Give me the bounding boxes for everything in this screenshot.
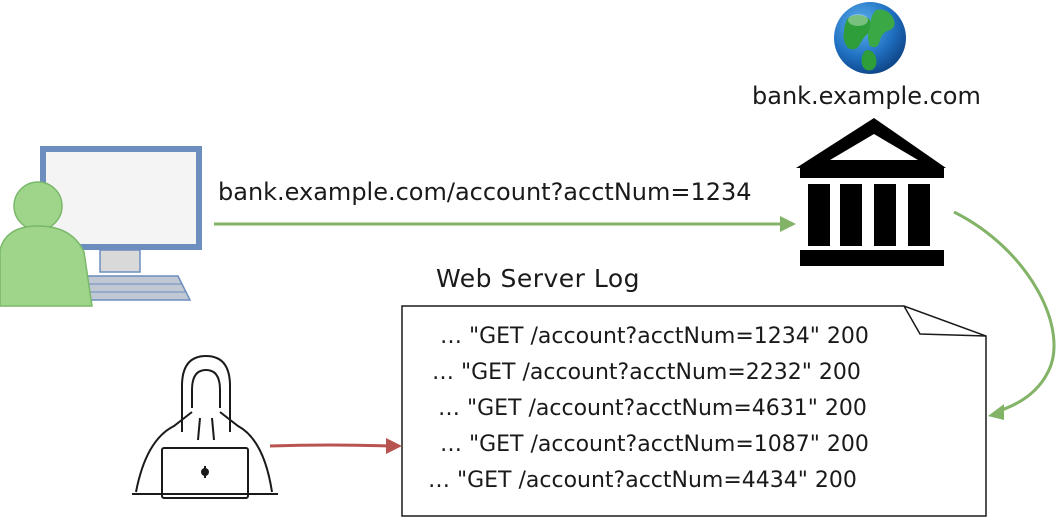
monitor-neck xyxy=(99,249,141,273)
user-body xyxy=(0,225,93,307)
globe-icon xyxy=(834,2,906,74)
request-url-label: bank.example.com/account?acctNum=1234 xyxy=(218,178,752,206)
monitor-screen xyxy=(46,152,196,244)
log-line: … "GET /account?acctNum=1087" 200 xyxy=(440,432,869,457)
user-head xyxy=(13,181,63,231)
attacker-arrow xyxy=(269,438,402,454)
log-line: … "GET /account?acctNum=4434" 200 xyxy=(428,468,857,493)
bank-building-icon xyxy=(796,118,946,266)
log-line: … "GET /account?acctNum=1234" 200 xyxy=(440,324,869,349)
log-write-arrow xyxy=(953,210,1056,420)
request-arrow xyxy=(214,216,796,232)
log-line: … "GET /account?acctNum=2232" 200 xyxy=(432,360,861,385)
log-document-icon xyxy=(401,305,987,517)
log-line: … "GET /account?acctNum=4631" 200 xyxy=(438,396,867,421)
log-title: Web Server Log xyxy=(436,264,641,293)
hooded-hacker-icon xyxy=(132,354,278,499)
server-domain-label: bank.example.com xyxy=(752,82,981,110)
user-computer-icon xyxy=(0,146,202,307)
